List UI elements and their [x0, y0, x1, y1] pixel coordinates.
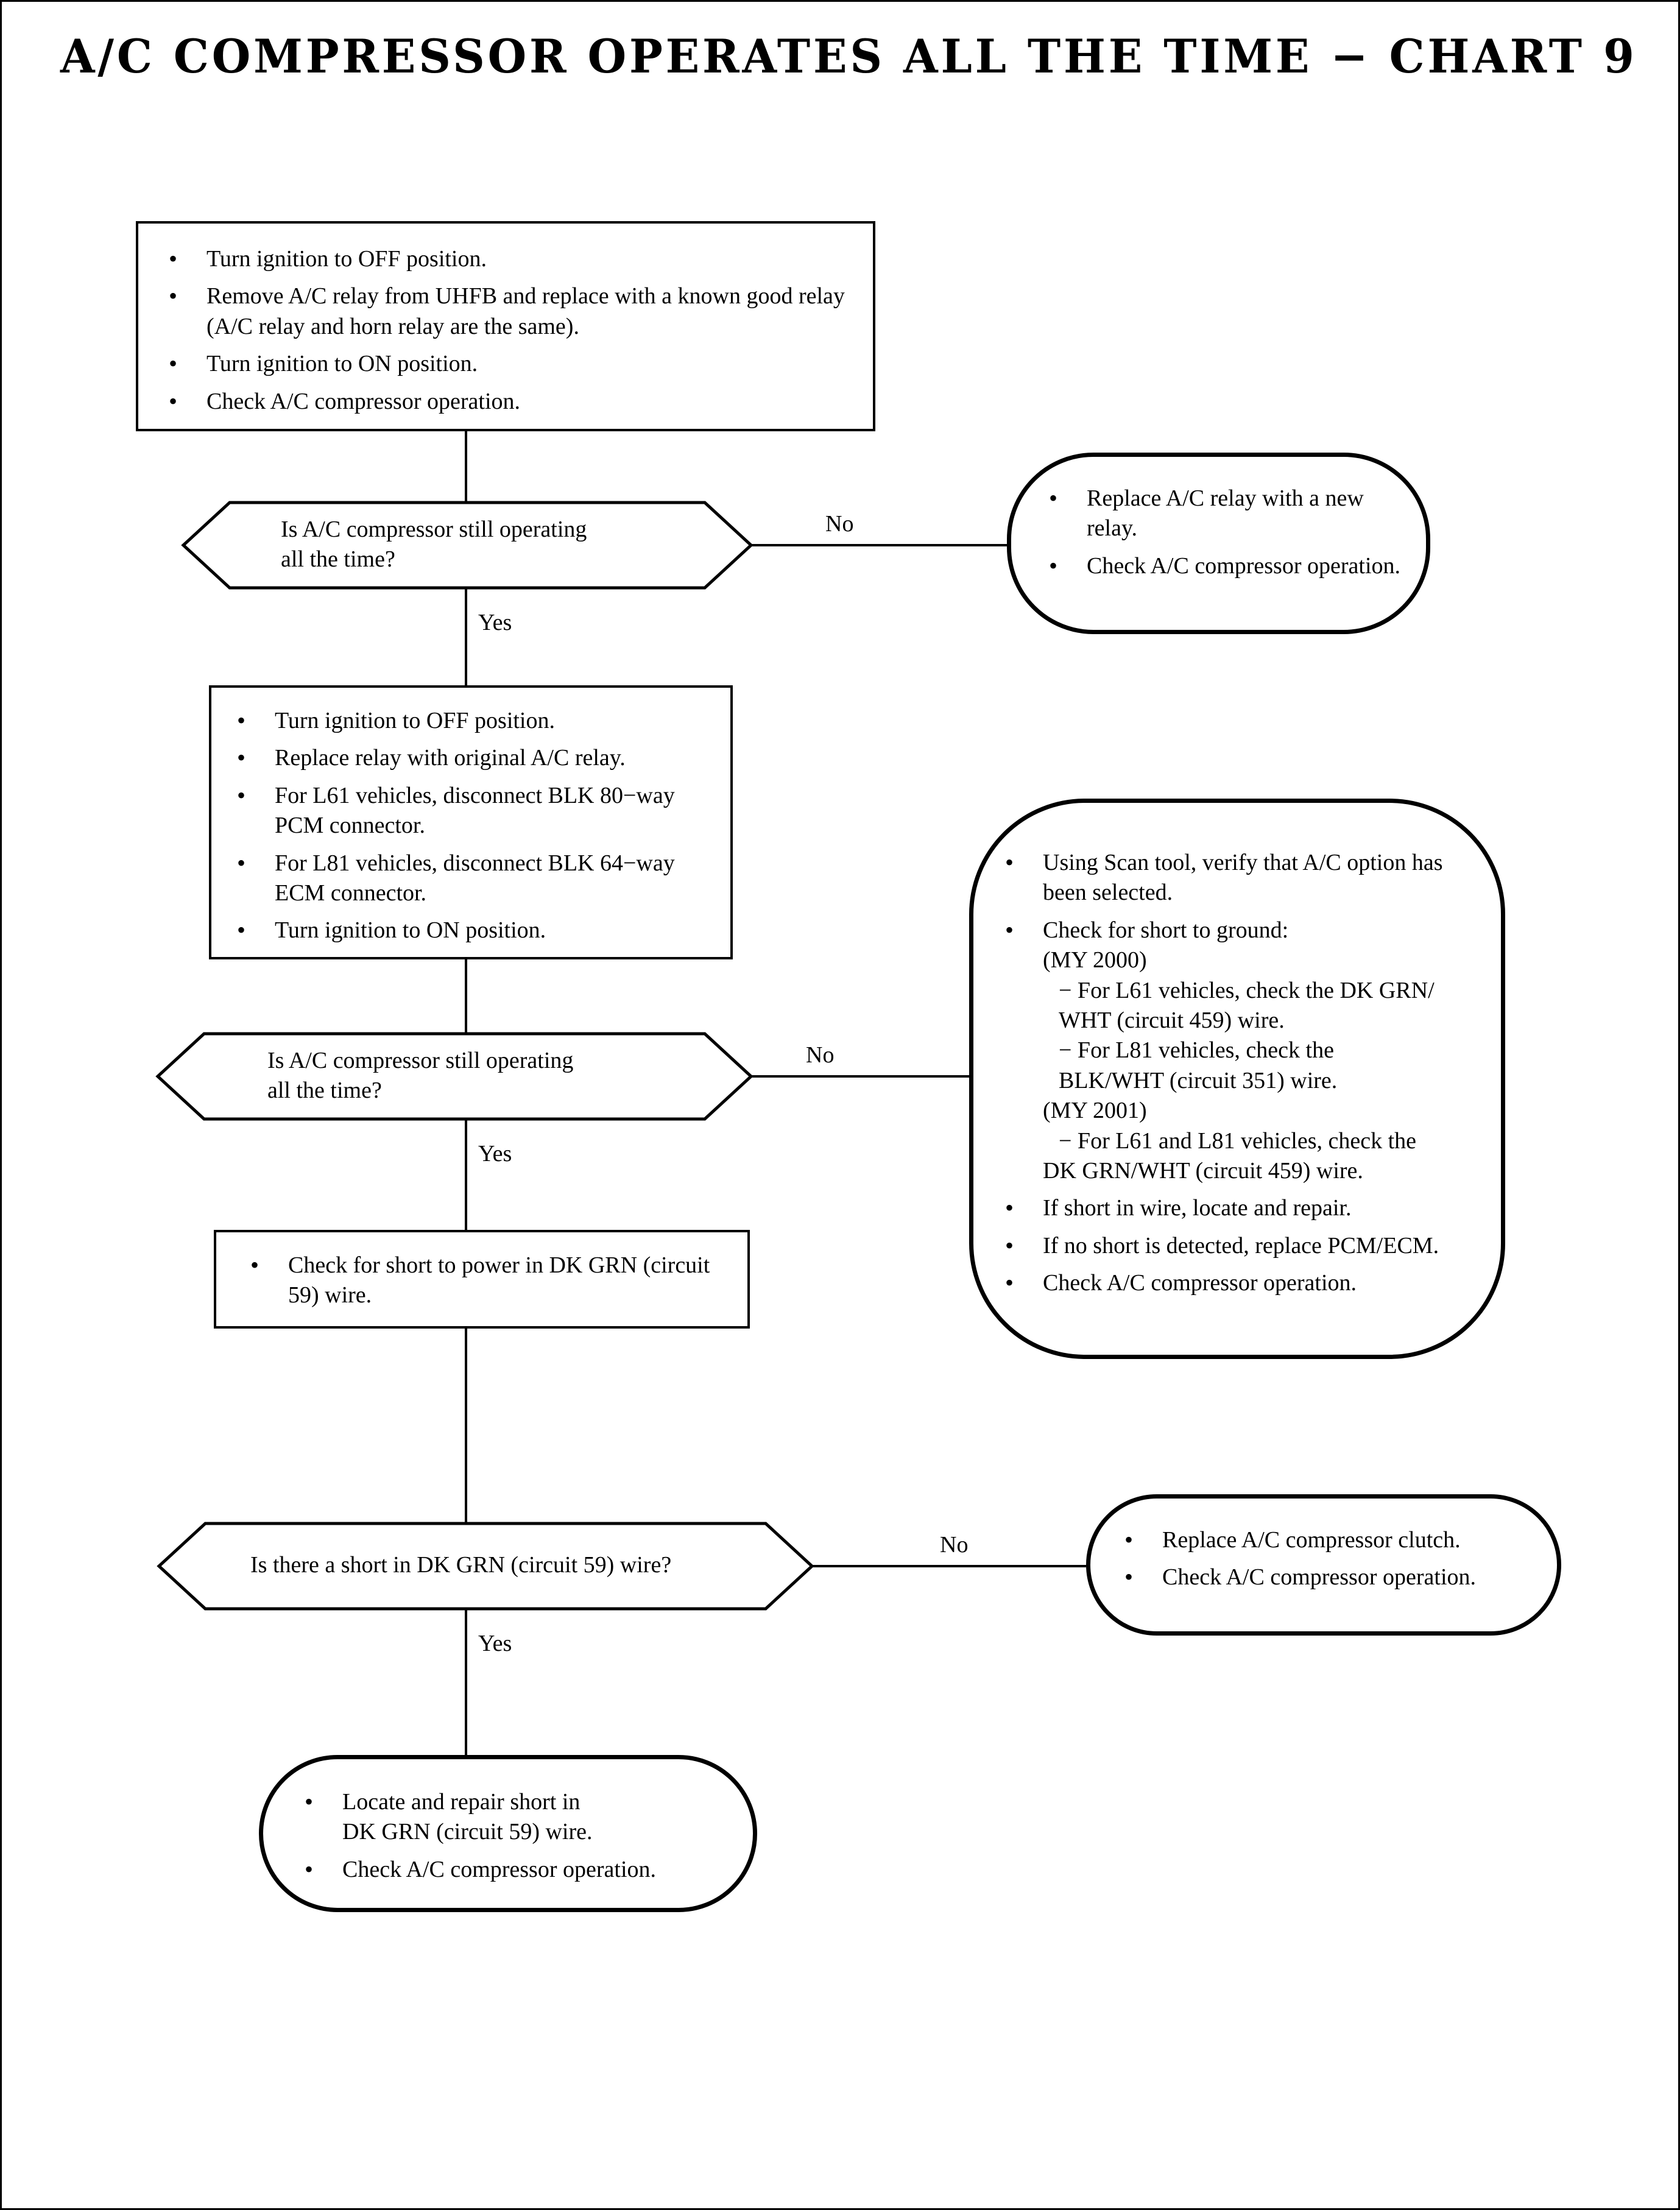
connector-decision3-yes — [465, 1609, 467, 1755]
list-item: Turn ignition to ON position. — [155, 348, 849, 380]
decision-3-line1: Is there a short in DK GRN (circuit 59) … — [250, 1552, 672, 1578]
list-item: Check A/C compressor operation. — [291, 1854, 738, 1885]
decision-2: Is A/C compressor still operating all th… — [155, 1032, 754, 1121]
result-box-4: Locate and repair short in DK GRN (circu… — [259, 1755, 757, 1912]
list-item: For L81 vehicles, disconnect BLK 64−way … — [224, 847, 712, 909]
step-box-2-list: Turn ignition to OFF position. Replace r… — [224, 705, 712, 947]
result-box-2-my2000-l81: − For L81 vehicles, check the — [1059, 1037, 1334, 1064]
step-box-3-list: Check for short to power in DK GRN (circ… — [237, 1249, 729, 1311]
result-box-2-check-short: Check for short to ground: — [1043, 917, 1289, 943]
list-item: Turn ignition to ON position. — [224, 914, 712, 946]
page-title: A/C COMPRESSOR OPERATES ALL THE TIME − C… — [60, 29, 1637, 83]
list-item: Remove A/C relay from UHFB and replace w… — [155, 280, 849, 342]
result-box-4-line2: DK GRN (circuit 59) wire. — [342, 1819, 593, 1845]
decision-2-line2: all the time? — [267, 1078, 382, 1104]
result-box-3: Replace A/C compressor clutch. Check A/C… — [1086, 1494, 1561, 1636]
result-box-2-my2000-l61: − For L61 vehicles, check the DK GRN/ — [1059, 977, 1435, 1003]
result-box-2-my2001-label: (MY 2001) — [1043, 1098, 1147, 1124]
edge-label-no-3: No — [940, 1532, 969, 1558]
edge-label-no-1: No — [825, 511, 854, 537]
result-box-4-line1: Locate and repair short in — [342, 1789, 581, 1815]
result-box-2-list: Using Scan tool, verify that A/C option … — [992, 847, 1486, 1299]
connector-step1-decision1 — [465, 431, 467, 501]
step-box-3: Check for short to power in DK GRN (circ… — [214, 1230, 750, 1329]
connector-decision1-no — [751, 544, 1012, 546]
connector-decision2-no — [751, 1075, 1013, 1078]
result-box-2-my2000-l81b: BLK/WHT (circuit 351) wire. — [1059, 1067, 1338, 1093]
decision-1-text: Is A/C compressor still operating all th… — [281, 515, 707, 575]
decision-2-line1: Is A/C compressor still operating — [267, 1048, 574, 1073]
connector-decision1-yes — [465, 588, 467, 685]
list-item: Check for short to power in DK GRN (circ… — [237, 1249, 729, 1311]
result-box-2-my2000-label: (MY 2000) — [1043, 947, 1147, 973]
list-item: Check A/C compressor operation. — [1111, 1561, 1545, 1593]
decision-3: Is there a short in DK GRN (circuit 59) … — [157, 1522, 814, 1611]
list-item: Check A/C compressor operation. — [155, 386, 849, 417]
decision-2-text: Is A/C compressor still operating all th… — [267, 1046, 706, 1106]
connector-step2-decision2 — [465, 959, 467, 1033]
edge-label-yes-2: Yes — [478, 1141, 512, 1167]
connector-decision3-no — [812, 1565, 1086, 1567]
list-item: Check A/C compressor operation. — [992, 1267, 1486, 1299]
edge-label-yes-3: Yes — [478, 1631, 512, 1656]
result-box-2: Using Scan tool, verify that A/C option … — [969, 799, 1505, 1359]
list-item: If short in wire, locate and repair. — [992, 1192, 1486, 1224]
list-item: If no short is detected, replace PCM/ECM… — [992, 1230, 1486, 1262]
decision-1-line1: Is A/C compressor still operating — [281, 517, 587, 542]
list-item: Check A/C compressor operation. — [1036, 550, 1404, 582]
list-item: Turn ignition to OFF position. — [224, 705, 712, 736]
list-item: Locate and repair short in DK GRN (circu… — [291, 1786, 738, 1848]
edge-label-yes-1: Yes — [478, 610, 512, 635]
list-item: Replace relay with original A/C relay. — [224, 742, 712, 774]
step-box-2: Turn ignition to OFF position. Replace r… — [209, 685, 733, 959]
list-item: Replace A/C relay with a new relay. — [1036, 482, 1404, 544]
edge-label-no-2: No — [806, 1042, 835, 1068]
result-box-2-my2001-lb: DK GRN/WHT (circuit 459) wire. — [1043, 1157, 1363, 1184]
decision-1: Is A/C compressor still operating all th… — [181, 501, 754, 590]
connector-decision2-yes — [465, 1119, 467, 1230]
list-item: For L61 vehicles, disconnect BLK 80−way … — [224, 780, 712, 841]
list-item: Turn ignition to OFF position. — [155, 243, 849, 275]
result-box-1-list: Replace A/C relay with a new relay. Chec… — [1036, 482, 1404, 582]
step-box-1-list: Turn ignition to OFF position. Remove A/… — [155, 243, 849, 417]
result-box-1: Replace A/C relay with a new relay. Chec… — [1007, 453, 1430, 634]
list-item: Using Scan tool, verify that A/C option … — [992, 847, 1486, 908]
result-box-3-list: Replace A/C compressor clutch. Check A/C… — [1111, 1524, 1545, 1594]
decision-1-line2: all the time? — [281, 546, 395, 573]
step-box-1: Turn ignition to OFF position. Remove A/… — [136, 221, 875, 431]
result-box-2-my2000-l61b: WHT (circuit 459) wire. — [1059, 1007, 1285, 1033]
decision-3-text: Is there a short in DK GRN (circuit 59) … — [250, 1550, 774, 1580]
list-item: Replace A/C compressor clutch. — [1111, 1524, 1545, 1556]
result-box-2-my2001-l: − For L61 and L81 vehicles, check the — [1059, 1128, 1417, 1154]
result-box-4-list: Locate and repair short in DK GRN (circu… — [291, 1786, 738, 1885]
connector-step3-decision3 — [465, 1329, 467, 1522]
list-item: Check for short to ground: (MY 2000) − F… — [992, 914, 1486, 1187]
